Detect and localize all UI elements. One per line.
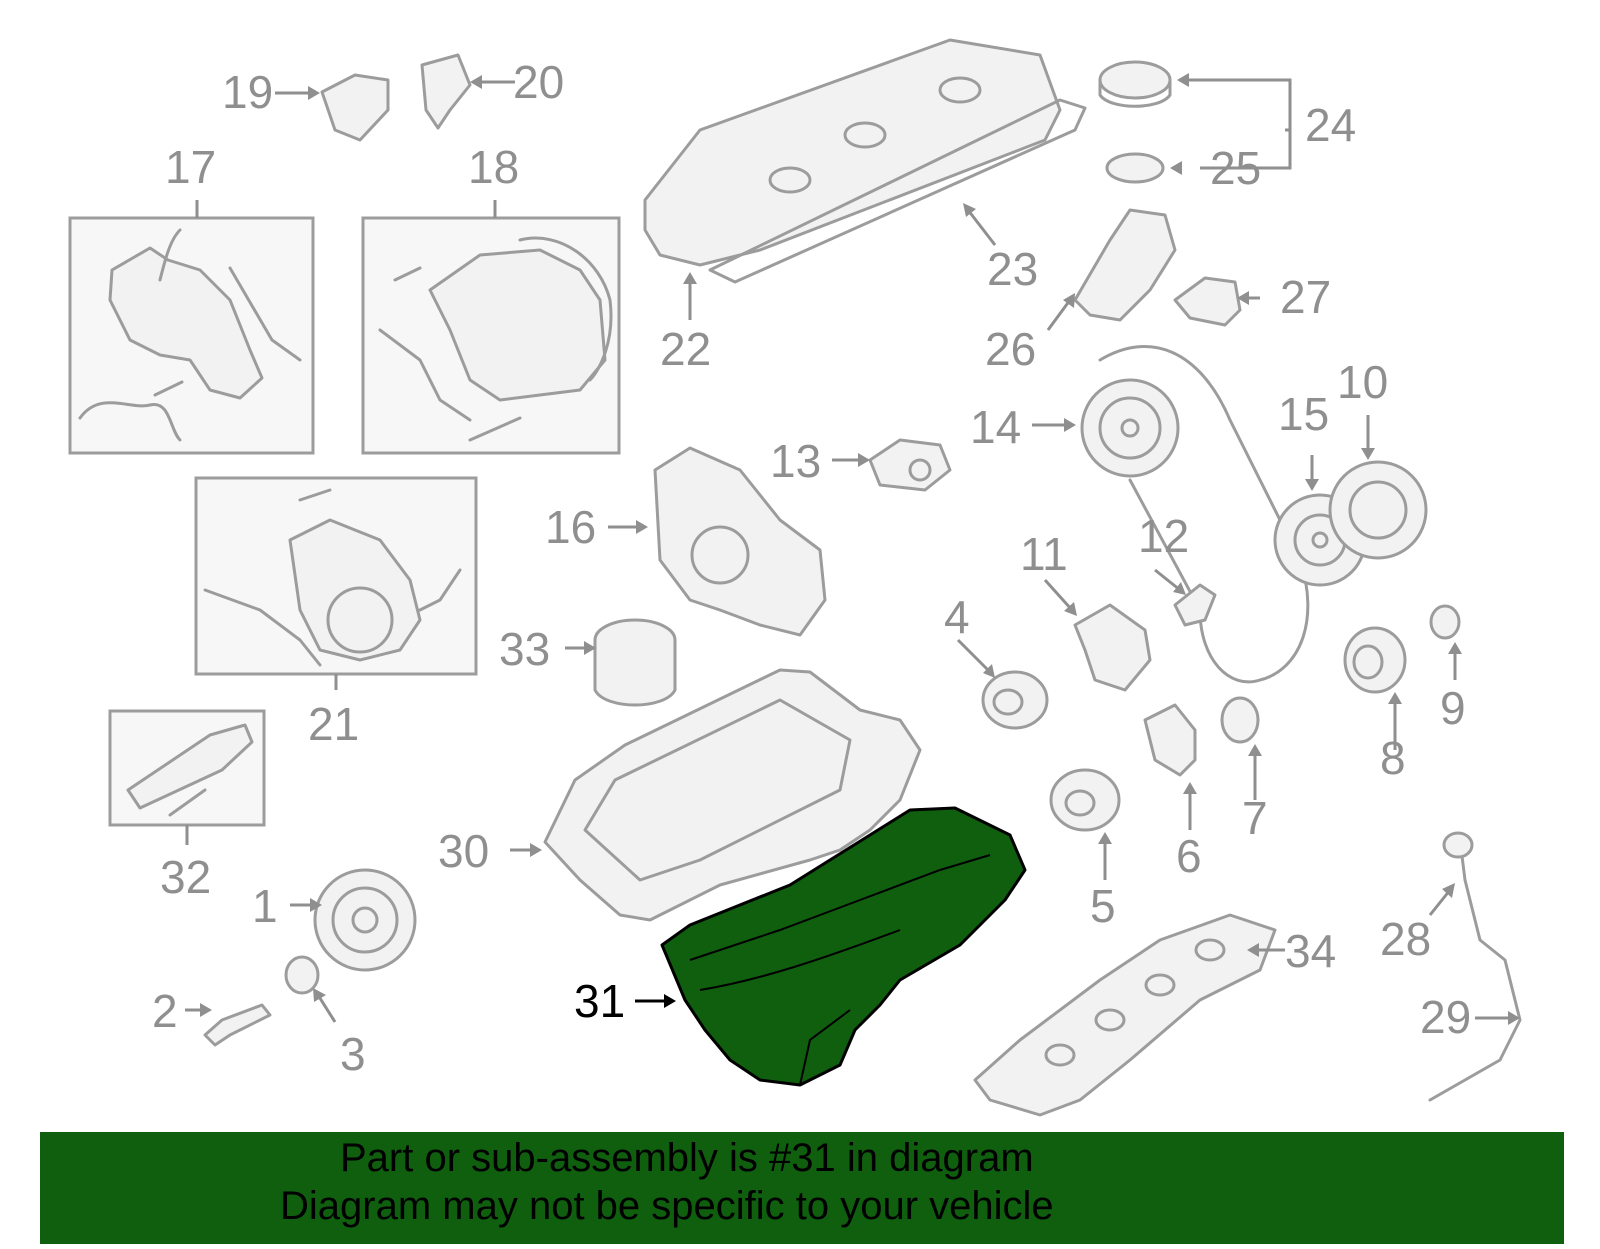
callout-4: 4: [944, 591, 970, 643]
callout-22: 22: [660, 323, 711, 375]
callout-15: 15: [1278, 388, 1329, 440]
part-18-drawing: [378, 236, 613, 442]
callout-10: 10: [1337, 356, 1388, 408]
info-banner: Part or sub-assembly is #31 in diagram D…: [40, 1132, 1564, 1244]
callout-27: 27: [1280, 271, 1331, 323]
part-25-drawing: [1105, 152, 1165, 184]
part-4-drawing: [981, 670, 1049, 730]
leader-line-31: [635, 994, 676, 1008]
callout-16: 16: [545, 501, 596, 553]
part-32-drawing: [126, 723, 254, 817]
callout-3: 3: [340, 1028, 366, 1080]
part-11-drawing: [1073, 603, 1152, 692]
part-3-washer: [284, 955, 320, 995]
part-7-drawing: [1220, 696, 1260, 744]
callout-28: 28: [1380, 913, 1431, 965]
part-22-valve-cover: [643, 38, 1062, 267]
part-34-intake-manifold: [973, 913, 1277, 1117]
part-10-sprocket: [1328, 460, 1428, 560]
callout-2: 2: [152, 985, 178, 1037]
callout-5: 5: [1090, 880, 1116, 932]
part-12-drawing: [1173, 583, 1217, 627]
part-14-sprocket: [1080, 378, 1180, 478]
part-19-drawing: [320, 73, 390, 142]
parts-diagram: 1 2 3 4 5 6 7 8 9 10 11 12 13 14 15 16 1…: [68, 38, 1522, 1117]
part-30-oil-pan-upper: [543, 668, 922, 922]
callout-20: 20: [513, 56, 564, 108]
part-13-drawing: [868, 438, 952, 492]
callout-33: 33: [499, 623, 550, 675]
callout-14: 14: [970, 401, 1021, 453]
callout-11: 11: [1020, 528, 1068, 580]
callout-25: 25: [1210, 142, 1261, 194]
callout-30: 30: [438, 825, 489, 877]
part-27-drawing: [1173, 276, 1242, 327]
part-17-drawing: [78, 228, 302, 442]
callout-31: 31: [574, 975, 625, 1027]
banner-line-disclaimer: Diagram may not be specific to your vehi…: [280, 1184, 1054, 1228]
part-28-29-dipstick: [1428, 831, 1522, 1102]
part-21-drawing: [203, 488, 462, 667]
part-24-drawing: [1098, 60, 1172, 108]
part-9-drawing: [1429, 604, 1461, 640]
callout-7: 7: [1242, 792, 1268, 844]
callout-34: 34: [1285, 925, 1336, 977]
callout-6: 6: [1176, 830, 1202, 882]
banner-line-part: Part or sub-assembly is #31 in diagram: [340, 1136, 1034, 1180]
callout-29: 29: [1420, 991, 1471, 1043]
callout-23: 23: [987, 243, 1038, 295]
callout-9: 9: [1440, 682, 1466, 734]
callout-13: 13: [770, 435, 821, 487]
part-2-bolt: [203, 1003, 272, 1047]
callout-32: 32: [160, 851, 211, 903]
part-8-drawing: [1343, 626, 1407, 694]
part-1-pulley: [313, 868, 417, 972]
callout-21: 21: [308, 698, 359, 750]
callout-12: 12: [1138, 510, 1189, 562]
part-31-oil-pan-highlighted: [660, 806, 1027, 1087]
part-26-drawing: [1073, 208, 1177, 322]
part-23-gasket: [708, 98, 1087, 284]
part-20-drawing: [420, 53, 472, 130]
callout-18: 18: [468, 141, 519, 193]
callout-19: 19: [222, 66, 273, 118]
callout-1: 1: [252, 880, 278, 932]
callout-8: 8: [1380, 732, 1406, 784]
part-16-oil-pump: [653, 446, 827, 637]
callout-17: 17: [165, 141, 216, 193]
part-6-drawing: [1143, 703, 1197, 777]
leader-lines: [185, 73, 1520, 1025]
part-5-drawing: [1049, 768, 1121, 832]
callout-24: 24: [1305, 99, 1356, 151]
part-33-oil-filter: [593, 618, 677, 707]
timing-belt: [1098, 345, 1310, 684]
callout-26: 26: [985, 323, 1036, 375]
